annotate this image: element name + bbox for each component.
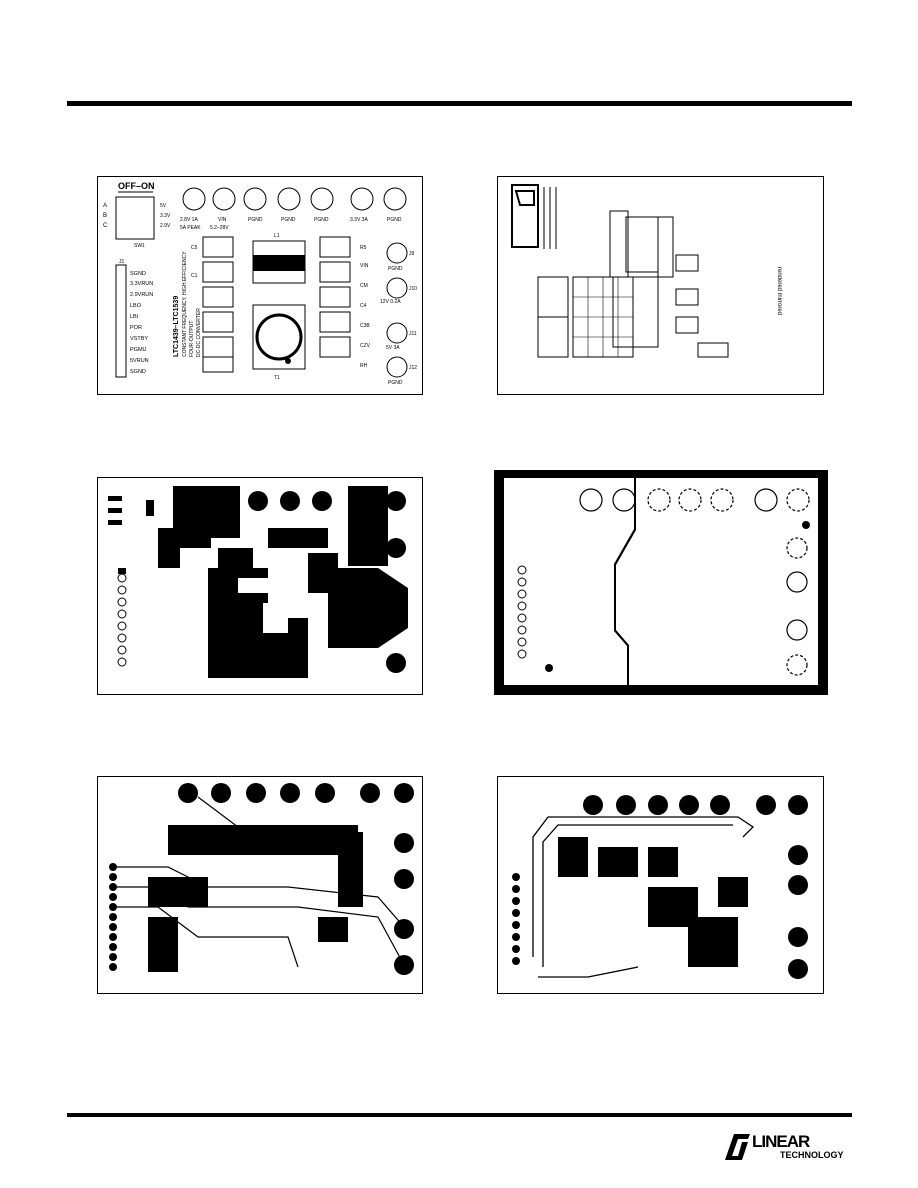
svg-text:CM: CM [360,283,368,289]
svg-text:2.9VRUN: 2.9VRUN [130,292,153,298]
svg-text:J1: J1 [119,259,125,265]
svg-text:A: A [103,203,107,209]
mirrored-logo-mark [511,184,539,248]
svg-text:VIN: VIN [360,263,369,269]
svg-text:VSTBY: VSTBY [130,336,148,342]
transformer-t1 [252,304,306,370]
header-rule [67,101,852,106]
svg-text:3.3V 3A: 3.3V 3A [350,217,368,223]
svg-text:B: B [103,213,107,219]
switch-outline [115,196,155,240]
bottom-silkscreen-layer: rendered mirrored [497,176,824,395]
svg-text:J12: J12 [409,365,417,371]
svg-text:5V 3A: 5V 3A [386,345,400,351]
svg-text:L1: L1 [274,233,280,239]
svg-text:5V: 5V [160,203,167,209]
svg-text:2.9V: 2.9V [160,223,171,229]
svg-text:J10: J10 [409,286,417,292]
svg-text:DC-DC CONVERTER: DC-DC CONVERTER [196,308,202,357]
logo-word-technology: TECHNOLOGY [780,1150,844,1160]
svg-text:VIN: VIN [218,217,227,223]
svg-text:R5: R5 [360,245,367,251]
svg-text:LTC1439–LTC1539: LTC1439–LTC1539 [173,296,180,357]
inner-signal-layer [97,776,423,994]
svg-text:PGND: PGND [314,217,329,223]
svg-text:CONSTANT FREQUENCY, HIGH EFFIC: CONSTANT FREQUENCY, HIGH EFFICIENCY [182,251,188,357]
svg-text:3.3V: 3.3V [160,213,171,219]
footer-rule [67,1113,852,1117]
svg-text:PGND: PGND [388,266,403,272]
svg-text:FOUR-OUTPUT: FOUR-OUTPUT [189,321,195,357]
svg-text:SW1: SW1 [134,243,145,249]
svg-text:3.3VRUN: 3.3VRUN [130,281,153,287]
svg-text:C4: C4 [360,303,367,309]
svg-text:PGND: PGND [387,217,402,223]
svg-text:5.2–28V: 5.2–28V [210,225,229,231]
svg-text:CZV: CZV [360,343,371,349]
svg-text:SGND: SGND [130,271,146,277]
svg-text:12V 0.2A: 12V 0.2A [380,299,401,305]
svg-text:rendered mirrored: rendered mirrored [776,267,782,315]
svg-text:J11: J11 [409,331,417,337]
svg-text:C3B: C3B [360,323,370,329]
svg-text:2.8V 1A: 2.8V 1A [180,217,198,223]
lt-logo-icon [725,1134,750,1160]
svg-text:PGMU: PGMU [130,347,147,353]
svg-text:PGND: PGND [388,380,403,386]
switch-title: OFF–ON [118,181,155,191]
top-copper-layer [97,477,423,695]
svg-text:T1: T1 [274,375,280,381]
svg-text:C: C [103,223,108,229]
svg-text:LBI: LBI [130,314,139,320]
svg-text:SGND: SGND [130,369,146,375]
svg-text:C1: C1 [191,273,198,279]
svg-text:5A PEAK: 5A PEAK [180,225,201,231]
linear-technology-logo: LINEAR TECHNOLOGY [722,1130,852,1166]
svg-text:J9: J9 [409,251,415,257]
top-silkscreen-layer: OFF–ON A B C SW1 5V 2.8V 1A VIN PGND PGN… [97,176,423,395]
svg-text:C5: C5 [191,245,198,251]
svg-text:PGND: PGND [281,217,296,223]
svg-text:POR: POR [130,325,142,331]
logo-word-linear: LINEAR [752,1132,810,1151]
svg-text:PGND: PGND [248,217,263,223]
bottom-copper-layer [497,776,824,994]
svg-text:5VRUN: 5VRUN [130,358,149,364]
svg-text:RH: RH [360,363,368,369]
ground-plane-layer [494,470,828,695]
svg-text:LBO: LBO [130,303,142,309]
